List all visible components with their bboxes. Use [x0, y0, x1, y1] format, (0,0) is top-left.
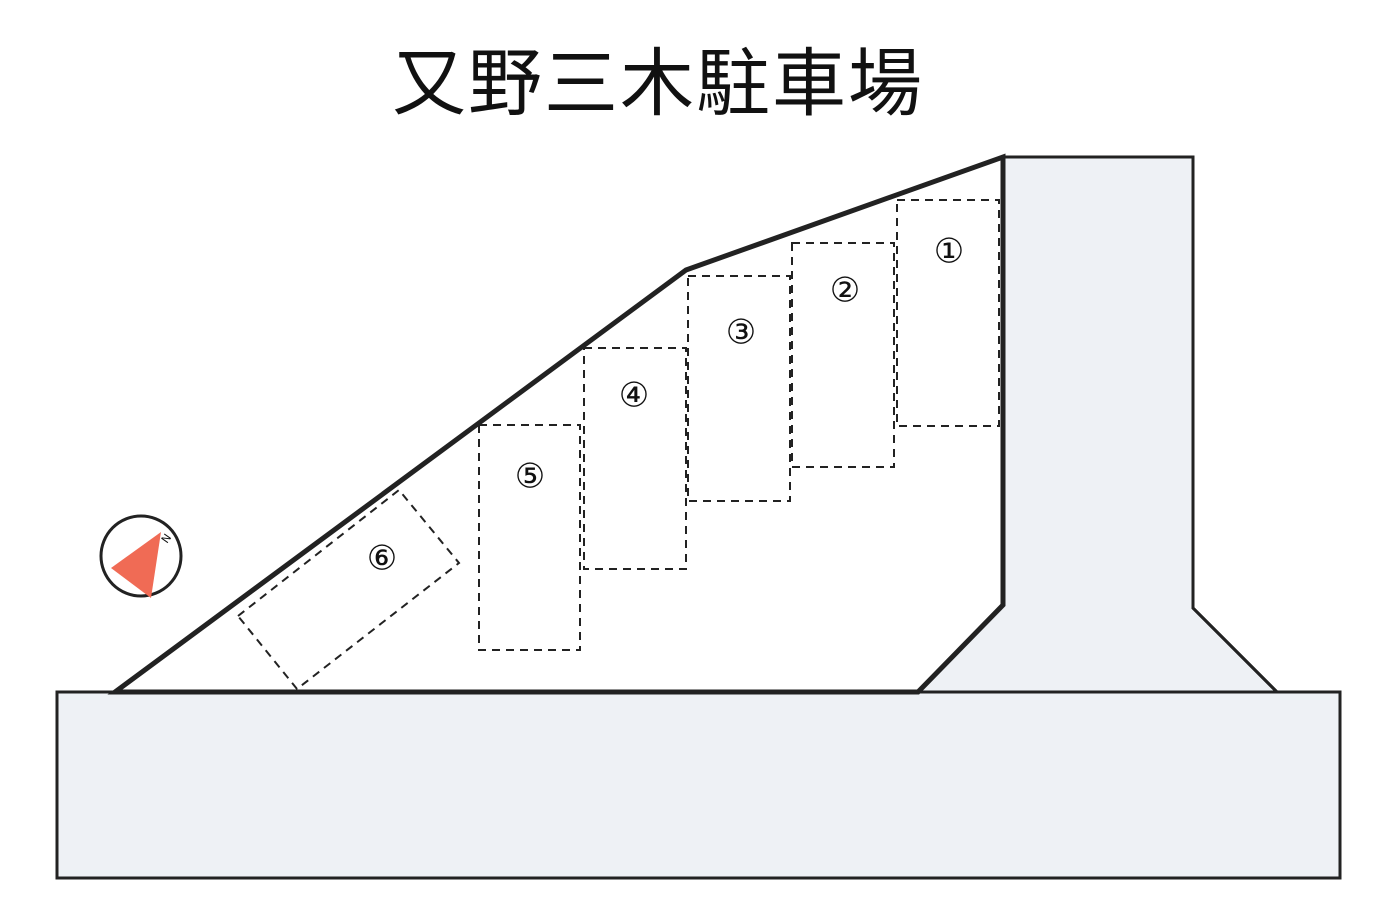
side-road [914, 155, 1281, 694]
parking-space-3[interactable] [687, 275, 791, 502]
svg-text:⑥: ⑥ [367, 539, 397, 579]
svg-text:④: ④ [619, 376, 649, 416]
svg-text:⑤: ⑤ [515, 457, 545, 497]
parking-space-2[interactable] [791, 242, 895, 468]
svg-text:③: ③ [726, 313, 756, 353]
space-label-3: ③ [726, 313, 756, 353]
parking-lot-boundary [107, 153, 1006, 695]
side-road-edge [1003, 155, 1279, 694]
space-label-6: ⑥ [367, 539, 397, 579]
space-label-2: ② [830, 271, 860, 311]
parking-space-6[interactable] [236, 488, 461, 691]
svg-text:②: ② [830, 271, 860, 311]
space-label-4: ④ [619, 376, 649, 416]
parking-space-4[interactable] [583, 347, 687, 570]
parking-space-5[interactable] [478, 424, 581, 651]
north-arrow-icon: N [99, 514, 183, 598]
front-road [55, 690, 1342, 880]
page-title: 又野三木駐車場 [392, 41, 924, 127]
space-label-5: ⑤ [515, 457, 545, 497]
space-label-1: ① [934, 232, 964, 272]
parking-space-1[interactable] [896, 199, 1000, 427]
svg-text:①: ① [934, 232, 964, 272]
